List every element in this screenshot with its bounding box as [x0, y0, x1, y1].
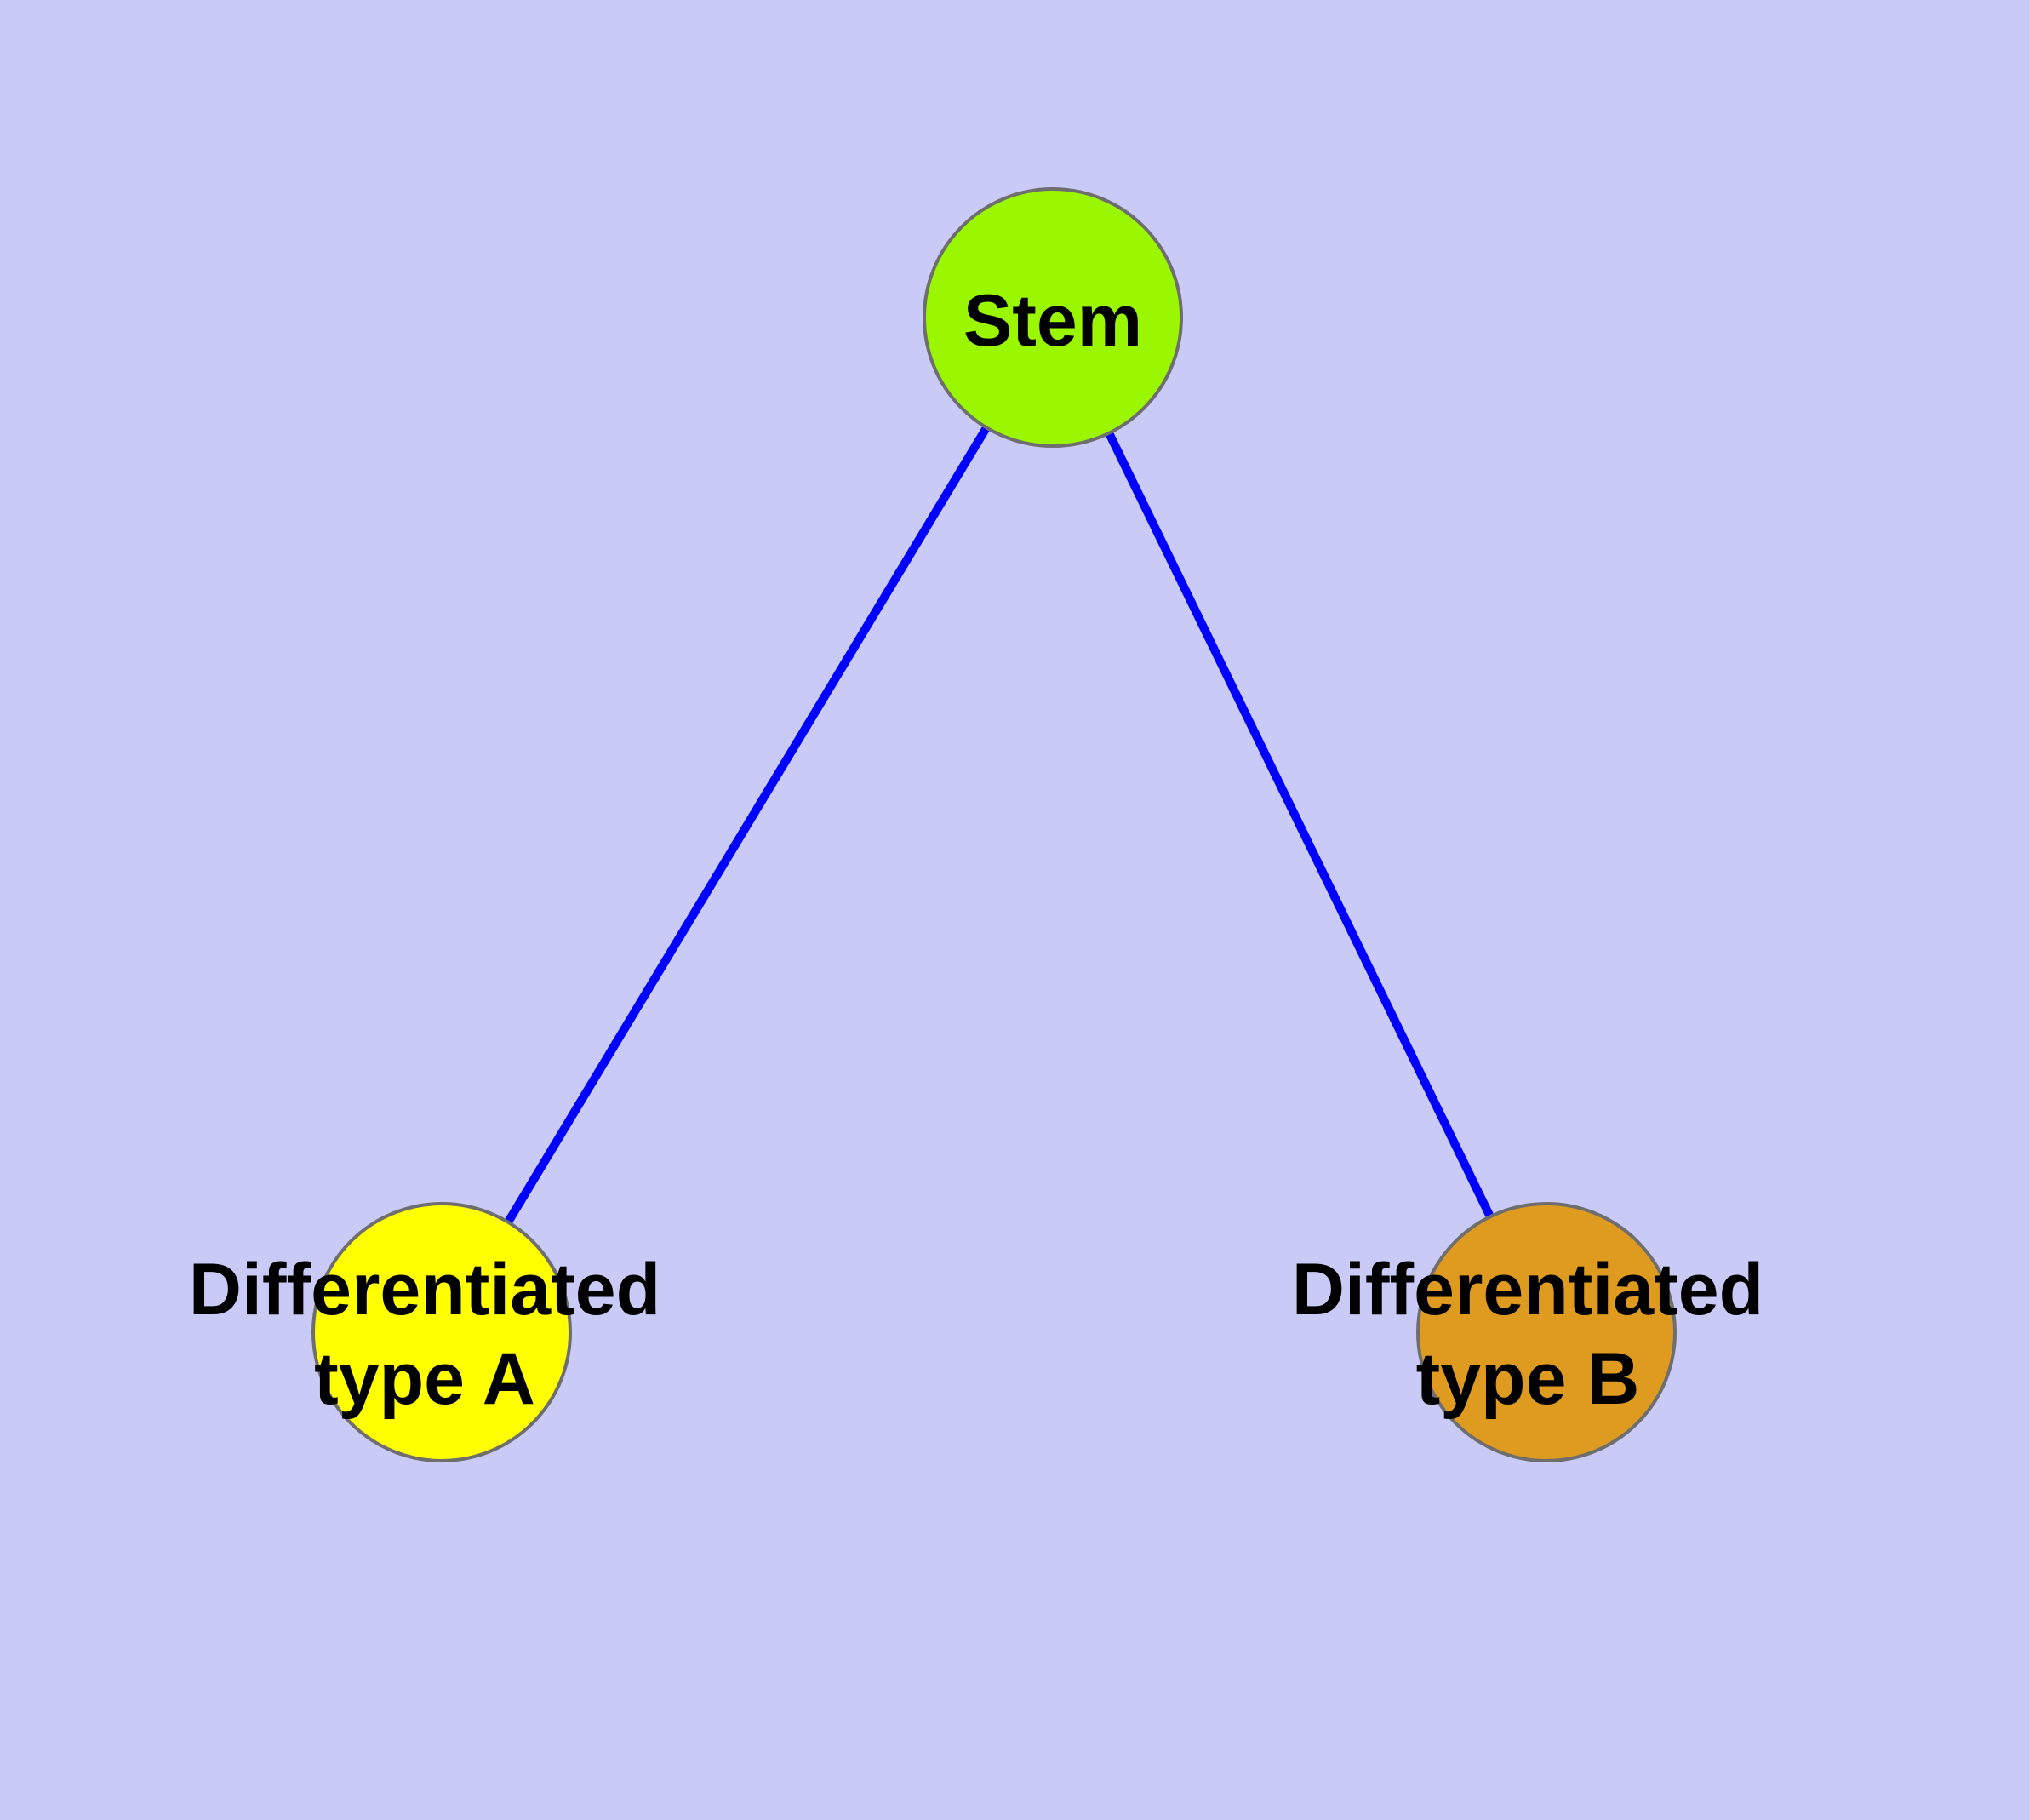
edge-stem-to-type-a: [437, 315, 1057, 1335]
node-differentiated-type-a: [311, 1202, 572, 1462]
node-type-b-label-line2: type B: [1416, 1338, 1640, 1420]
node-stem-label: Stem: [963, 280, 1142, 362]
node-type-b-label-line1: Differentiated: [1292, 1249, 1763, 1331]
node-type-a-label-line2: type A: [314, 1338, 535, 1420]
edge-stem-to-type-b: [1049, 315, 1551, 1335]
node-stem: [923, 187, 1183, 448]
node-differentiated-type-b: [1416, 1202, 1677, 1462]
node-type-a-label-line1: Differentiated: [189, 1249, 660, 1331]
